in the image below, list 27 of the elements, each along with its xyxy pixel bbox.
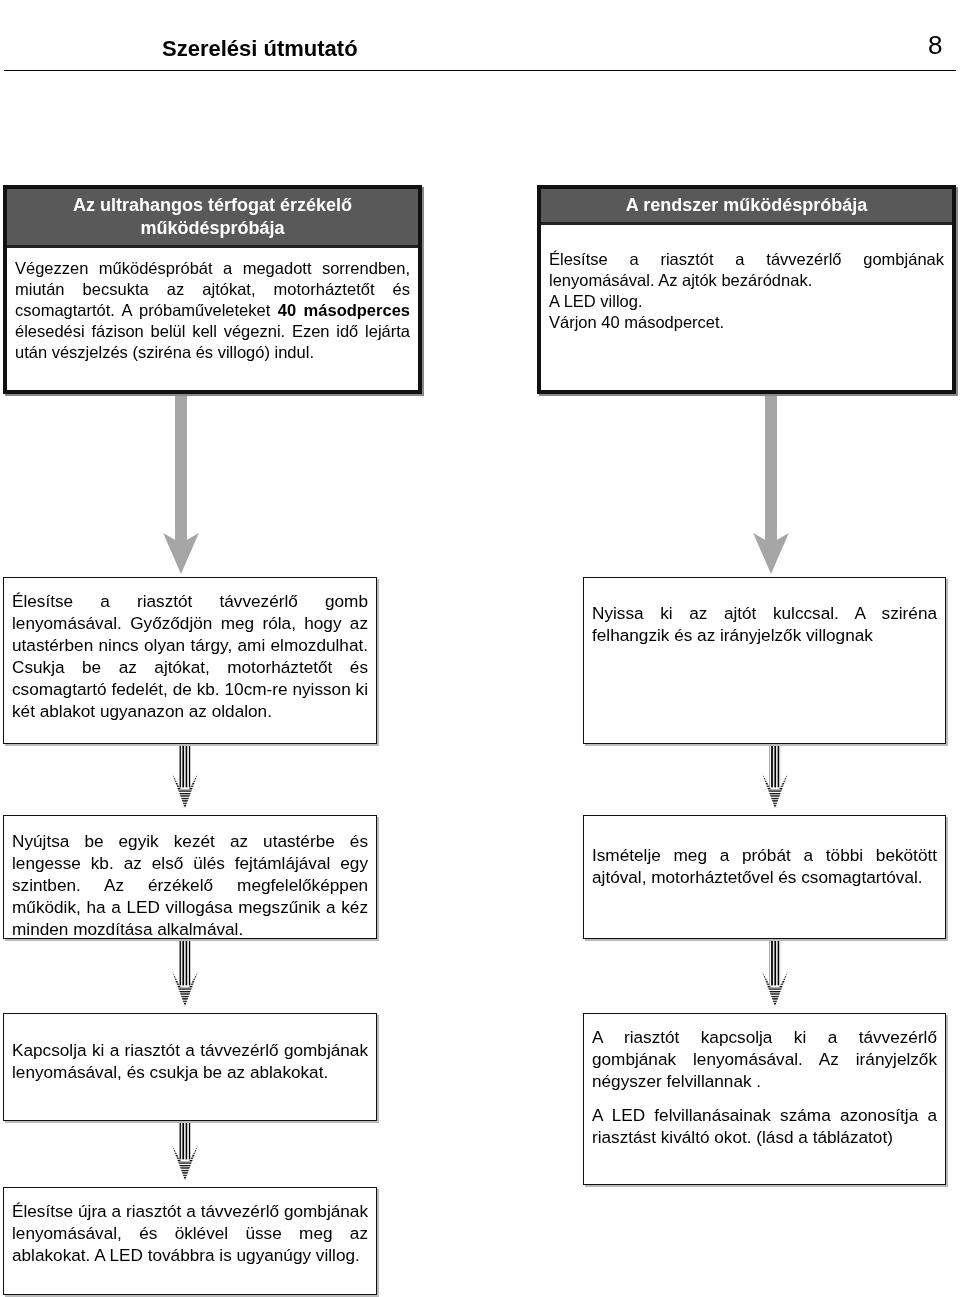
step-text: Ismételje meg a próbát a többi bekötött ajtóval, motorháztetővel és csomagtartóval. [591,844,938,888]
step-text: Végezzen működéspróbát a megadott sorrendben, miután becsukta az ajtókat, motorháztetőt és csomagtartót. A próbaműveleteket 40 másodperces élesedési fázison belül kell végezni. Ezen idő lejárta után vészjelzés (sziréna és villogó) indul. [14,258,411,363]
page-title: Szerelési útmutató [162,36,358,62]
step-box [583,577,946,744]
step-text: Kapcsolja ki a riasztót a távvezérlő gombjának lenyomásával, és csukja be az ablakokat. [11,1039,369,1083]
section-box [3,185,422,394]
step-box [3,815,377,939]
step-text: Várjon 40 másodpercet. [548,312,726,333]
step-box [3,1013,377,1121]
arrow [163,394,199,575]
step-text: Élesítse újra a riasztót a távvezérlő gombjának lenyomásával, és öklével üsse meg az ablakokat. A LED továbbra is ugyanúgy villog. [11,1200,369,1266]
step-box [3,577,377,744]
section-heading: A rendszer működéspróbája [541,189,952,225]
step-text: A LED villog. [548,291,644,312]
step-text: A LED felvillanásainak száma azonosítja a riasztást kiváltó okot. (lásd a táblázatot) [591,1104,938,1148]
arrow [753,394,789,575]
step-text: Élesítse a riasztót távvezérlő gomb lenyomásával. Győződjön meg róla, hogy az utastérben nincs olyan tárgy, ami elmozdulhat. Csukja be az ajtókat, motorháztetőt és csomagtartó fedelét, de kb. 10cm-re nyisson ki két ablakot ugyanazon az oldalon. [11,590,369,722]
step-text: Nyújtsa be egyik kezét az utastérbe és lengesse kb. az első ülés fejtámlájával egy szintben. Az érzékelő megfelelőképpen működik, ha a LED villogása megszűnik a kéz minden mozdítása alkalmával. [11,830,369,940]
section-box [537,185,956,394]
step-box [3,1187,377,1295]
step-box [583,1013,946,1185]
step-text: Élesítse a riasztót a távvezérlő gombjának lenyomásával. Az ajtók bezáródnak. [548,249,945,291]
step-box [583,815,946,939]
section-heading: Az ultrahangos térfogat érzékelő működéspróbája [7,189,418,248]
step-text: A riasztót kapcsolja ki a távvezérlő gombjának lenyomásával. Az irányjelzők négyszer felvillannak . [591,1026,938,1092]
step-text: Nyissa ki az ajtót kulccsal. A sziréna felhangzik és az irányjelzők villognak [591,602,938,646]
page-number: 8 [928,30,943,61]
